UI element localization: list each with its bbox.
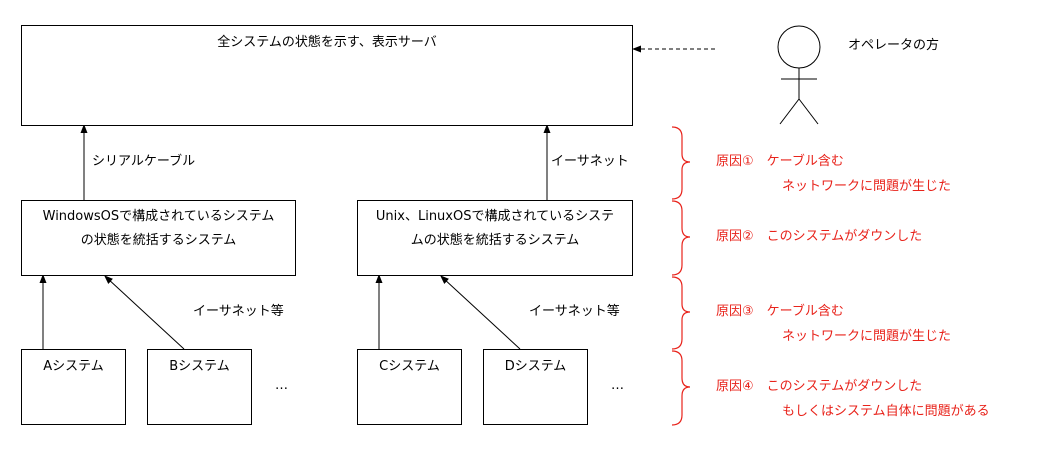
ellipsis-left: … (275, 378, 288, 393)
system-d-box: Dシステム (483, 349, 588, 425)
windows-integration-line2: の状態を統括するシステム (80, 233, 237, 248)
ellipsis-right: … (611, 378, 624, 393)
bracket-cause-1 (671, 126, 691, 200)
display-server-label: 全システムの状態を示す、表示サーバ (217, 35, 437, 50)
operator-icon (777, 25, 821, 125)
ethernet-label: イーサネット (551, 154, 629, 169)
system-c-label: Cシステム (379, 359, 440, 374)
display-server-box: 全システムの状態を示す、表示サーバ (21, 25, 633, 126)
windows-integration-line1: WindowsOSで構成されているシステム (42, 209, 275, 224)
system-b-box: Bシステム (147, 349, 252, 425)
serial-cable-label: シリアルケーブル (92, 154, 196, 169)
arrow-b-to-windows (104, 275, 185, 350)
system-a-box: Aシステム (21, 349, 126, 425)
system-d-label: Dシステム (504, 359, 567, 374)
ethernet-etc-label-left: イーサネット等 (193, 304, 284, 319)
system-a-label: Aシステム (43, 359, 104, 374)
unix-integration-line2: ムの状態を統括するシステム (410, 233, 580, 248)
unix-integration-box: Unix、LinuxOSで構成されているシステ ムの状態を統括するシステム (357, 200, 633, 276)
system-c-box: Cシステム (357, 349, 462, 425)
cause-2-line1: 原因② このシステムがダウンした (716, 229, 923, 244)
unix-integration-line1: Unix、LinuxOSで構成されているシステ (375, 209, 615, 224)
cause-3-line2: ネットワークに問題が生じた (782, 329, 952, 344)
cause-4-line2: もしくはシステム自体に問題がある (782, 404, 990, 419)
cause-3-line1: 原因③ ケーブル含む (716, 304, 844, 319)
windows-integration-box: WindowsOSで構成されているシステム の状態を統括するシステム (21, 200, 296, 276)
windows-integration-label: WindowsOSで構成されているシステム の状態を統括するシステム (22, 201, 295, 253)
system-b-label: Bシステム (169, 359, 230, 374)
ethernet-etc-label-right: イーサネット等 (529, 304, 620, 319)
cause-1-line1: 原因① ケーブル含む (716, 154, 844, 169)
bracket-cause-2 (671, 200, 691, 276)
cause-1-line2: ネットワークに問題が生じた (782, 179, 952, 194)
unix-integration-label: Unix、LinuxOSで構成されているシステ ムの状態を統括するシステム (358, 201, 632, 253)
arrow-d-to-unix (440, 275, 521, 350)
cause-4-line1: 原因④ このシステムがダウンした (716, 379, 923, 394)
bracket-cause-3 (671, 276, 691, 350)
bracket-cause-4 (671, 350, 691, 426)
operator-label: オペレータの方 (848, 38, 940, 53)
